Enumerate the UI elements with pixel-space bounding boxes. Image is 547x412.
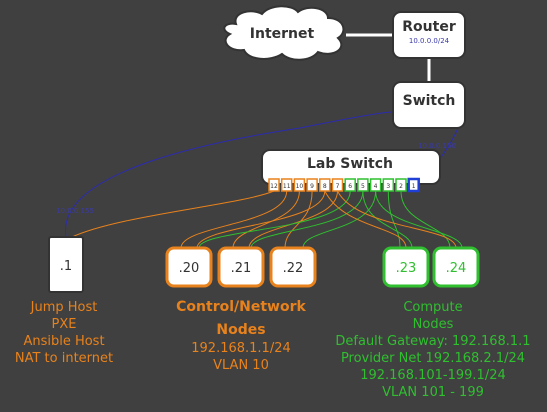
switch-port: 7 <box>331 178 344 192</box>
jump-host-line: Jump Host <box>30 300 98 315</box>
jump-host-uplink-cable <box>65 111 394 238</box>
compute-nodes-detail: Provider Net 192.168.2.1/24 <box>341 351 525 366</box>
compute-nodes-detail: 192.168.101-199.1/24 <box>360 368 506 383</box>
internet-cloud: Internet <box>223 5 345 61</box>
control-node: .21 <box>217 246 265 288</box>
switch-port-label: 11 <box>283 183 291 190</box>
switch-label: Switch <box>403 93 456 109</box>
control-provider-cable <box>198 190 351 249</box>
control-provider-cable <box>302 190 377 249</box>
compute-nodes-detail: Default Gateway: 192.168.1.1 <box>335 334 530 349</box>
jump-host-description: Jump Host PXE Ansible Host NAT to intern… <box>15 300 113 366</box>
jump-host-uplink-ip: 10.0.0.155 <box>56 207 94 215</box>
control-provider-cable <box>250 190 364 249</box>
control-node-ip: .22 <box>283 261 304 276</box>
jump-host-line: NAT to internet <box>15 351 113 366</box>
switch-port: 10 <box>293 178 306 192</box>
compute-node-ip: .24 <box>446 261 467 276</box>
lab-switch-ports: 12 11 10 9 8 7 6 5 4 3 2 1 <box>268 177 420 193</box>
control-nodes-title: Nodes <box>216 322 265 338</box>
switch-port-label: 12 <box>270 183 278 190</box>
compute-cable <box>362 190 413 249</box>
compute-node-ip: .23 <box>396 261 417 276</box>
switch-port: 9 <box>306 178 318 192</box>
lab-switch-label: Lab Switch <box>307 156 393 172</box>
control-node-ip: .20 <box>179 261 200 276</box>
switch-port-label: 6 <box>348 183 352 190</box>
switch-port-label: 2 <box>399 183 403 190</box>
compute-nodes-title: Compute <box>403 300 462 315</box>
compute-node: .24 <box>432 246 480 288</box>
switch-port-label: 8 <box>323 183 327 190</box>
control-node: .22 <box>269 246 317 288</box>
router-label: Router <box>402 19 456 35</box>
control-node-ip: .21 <box>231 261 252 276</box>
switch-port: 4 <box>369 178 382 192</box>
switch-port: 12 <box>268 178 280 192</box>
compute-nodes-caption: Compute Nodes Default Gateway: 192.168.1… <box>335 300 530 400</box>
compute-nodes-detail: VLAN 101 - 199 <box>382 385 484 400</box>
jump-host-ip: .1 <box>60 259 72 274</box>
control-cable <box>196 190 326 249</box>
compute-node: .23 <box>382 246 430 288</box>
wires-layer <box>65 109 466 249</box>
switch-port-label: 5 <box>361 183 365 190</box>
switch-port-label: 4 <box>374 183 378 190</box>
jump-host-box: .1 <box>48 236 84 293</box>
internet-label: Internet <box>250 26 315 42</box>
control-cable <box>232 190 300 249</box>
jump-host-line: PXE <box>52 317 77 332</box>
switch-port: 3 <box>382 178 395 192</box>
switch-port: 6 <box>344 178 356 192</box>
compute-mgmt-cable <box>337 190 457 249</box>
router-box: Router 10.0.0.0/24 <box>392 11 466 59</box>
compute-mgmt-cable <box>324 190 407 249</box>
switch-box: Switch <box>392 81 466 129</box>
switch-port: 8 <box>319 178 331 192</box>
jump-host-line: Ansible Host <box>23 334 104 349</box>
control-cable <box>248 190 338 249</box>
switch-port: 5 <box>357 178 369 192</box>
control-nodes-caption: Control/Network Nodes 192.168.1.1/24 VLA… <box>176 299 306 373</box>
compute-nodes-title: Nodes <box>413 317 454 332</box>
control-node: .20 <box>165 246 213 288</box>
switch-port-label: 9 <box>310 183 314 190</box>
control-nodes-title: Control/Network <box>176 299 306 315</box>
compute-cable <box>400 190 451 249</box>
compute-cable <box>387 190 401 249</box>
compute-cable <box>375 190 463 249</box>
control-cable <box>284 190 313 249</box>
control-nodes-detail: 192.168.1.1/24 <box>191 341 291 356</box>
lab-switch: Lab Switch 12 11 10 9 8 7 6 5 4 3 2 1 <box>261 149 441 193</box>
control-nodes-detail: VLAN 10 <box>213 358 269 373</box>
switch-port-label: 10 <box>296 183 304 190</box>
jump-host-cable <box>71 190 275 238</box>
switch-port: 1 <box>407 177 420 193</box>
switch-port: 11 <box>280 178 293 192</box>
router-subnet: 10.0.0.0/24 <box>409 37 450 45</box>
switch-port-label: 3 <box>386 183 390 190</box>
switch-port-label: 7 <box>336 183 340 190</box>
control-cable <box>180 190 288 249</box>
switch-port-label: 1 <box>412 183 416 190</box>
switch-port: 2 <box>395 178 407 192</box>
switch-ip: 10.0.0.150 <box>418 142 456 150</box>
